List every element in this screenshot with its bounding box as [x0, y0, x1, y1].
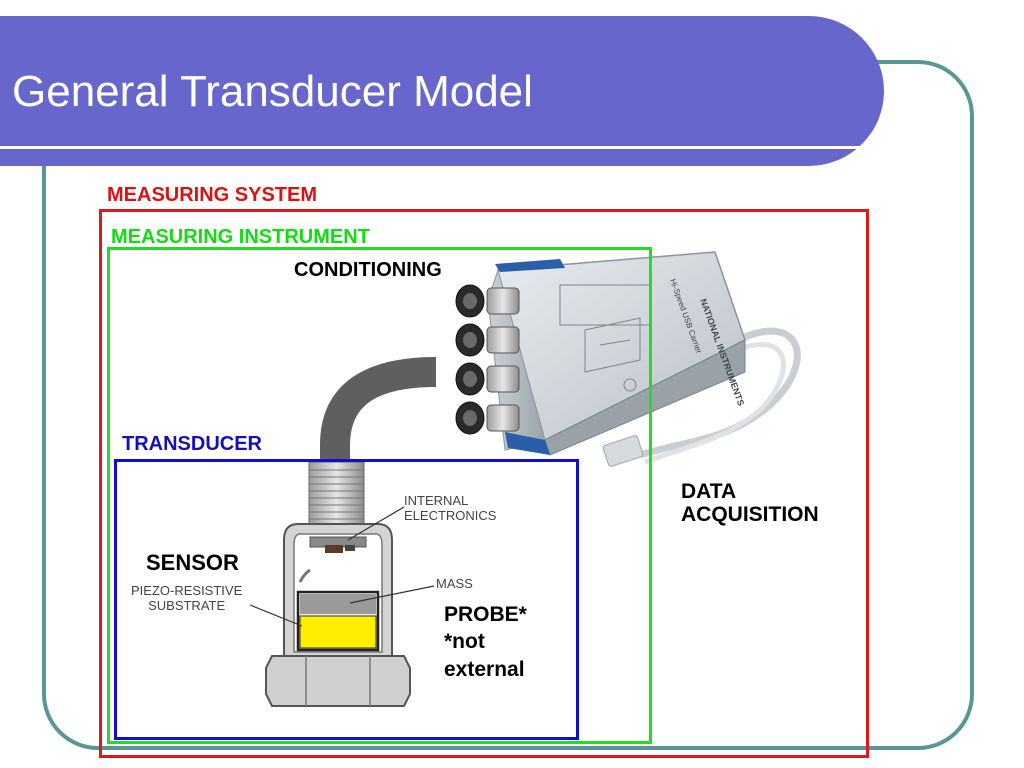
- probe-line-3: external: [444, 657, 525, 681]
- sensor-cable: [320, 357, 437, 470]
- piezo-substrate-label: PIEZO-RESISTIVE SUBSTRATE: [131, 583, 243, 614]
- title-bar: [0, 16, 884, 166]
- data-acquisition-label: DATA ACQUISITION: [681, 480, 819, 526]
- transducer-label: TRANSDUCER: [122, 433, 262, 455]
- piezo-substrate-line-2: SUBSTRATE: [148, 597, 226, 613]
- probe-line-1: PROBE*: [444, 603, 527, 626]
- bnc-connectors: [455, 284, 520, 435]
- mass-label: MASS: [436, 576, 473, 591]
- probe-line-2: *not: [444, 630, 485, 654]
- conditioning-label: CONDITIONING: [294, 259, 442, 281]
- probe-label: PROBE* *not external: [444, 601, 527, 683]
- data-acquisition-line-2: ACQUISITION: [681, 503, 819, 527]
- slide-title: General Transducer Model: [12, 67, 533, 116]
- accelerometer-sensor: [265, 461, 411, 707]
- piezo-substrate-line-1: PIEZO-RESISTIVE: [131, 583, 243, 598]
- usb-cable: [602, 327, 801, 467]
- measuring-system-box: [99, 209, 869, 758]
- measuring-system-label: MEASURING SYSTEM: [107, 184, 318, 206]
- internal-electronics-label: INTERNAL ELECTRONICS: [404, 493, 497, 524]
- measuring-instrument-label: MEASURING INSTRUMENT: [111, 226, 370, 248]
- internal-electronics-line-1: INTERNAL: [404, 493, 469, 508]
- measuring-instrument-box: [107, 247, 652, 744]
- transducer-box: [114, 459, 579, 740]
- pointer-lines: [249, 506, 435, 627]
- internal-electronics-line-2: ELECTRONICS: [404, 507, 497, 523]
- sensor-label: SENSOR: [146, 550, 239, 575]
- title-rule: [0, 146, 870, 149]
- data-acquisition-line-1: DATA: [681, 480, 737, 503]
